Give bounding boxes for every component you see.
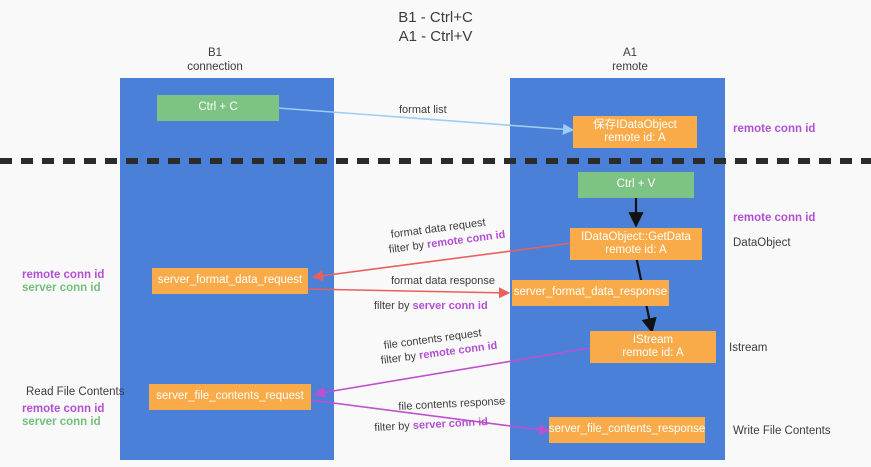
filter-prefix-2: filter by bbox=[374, 300, 413, 312]
edge-label-format-data-response: format data response bbox=[391, 275, 495, 287]
node-server-file-contents-response[interactable]: server_file_contents_response bbox=[549, 417, 705, 443]
label-read-file-contents: Read File Contents bbox=[26, 386, 125, 398]
filter-prefix-4: filter by bbox=[374, 419, 414, 434]
page-title: B1 - Ctrl+C A1 - Ctrl+V bbox=[398, 9, 473, 45]
edge-label-format-data-response-filter: filter by server conn id bbox=[374, 299, 488, 313]
filter-prefix-3: filter by bbox=[380, 349, 420, 367]
lane-title-b1: B1 connection bbox=[187, 47, 243, 73]
node-ctrl-v[interactable]: Ctrl + V bbox=[578, 172, 694, 198]
highlight-server-conn-id-2: server conn id bbox=[412, 416, 489, 432]
highlight-server-conn-id: server conn id bbox=[412, 300, 488, 312]
label-write-file-contents: Write File Contents bbox=[733, 425, 831, 437]
node-server-file-contents-request[interactable]: server_file_contents_request bbox=[149, 384, 311, 410]
label-dataobject: DataObject bbox=[733, 237, 791, 249]
label-remote-conn-id-mid: remote conn id bbox=[733, 212, 816, 224]
label-left-remote-conn-id: remote conn id bbox=[22, 269, 105, 281]
node-idataobject-save[interactable]: 保存IDataObject remote id: A bbox=[573, 116, 697, 148]
node-server-format-data-request[interactable]: server_format_data_request bbox=[152, 268, 308, 294]
edge-label-file-contents-response-filter: filter by server conn id bbox=[374, 415, 488, 435]
lane-title-a1: A1 remote bbox=[612, 47, 648, 73]
arrow-format-data-response bbox=[304, 287, 511, 299]
edge-label-format-list: format list bbox=[399, 104, 447, 116]
filter-prefix: filter by bbox=[388, 238, 428, 256]
node-idataobject-getdata[interactable]: IDataObject::GetData remote id: A bbox=[570, 228, 702, 260]
label-remote-conn-id-top: remote conn id bbox=[733, 123, 816, 135]
label-istream: Istream bbox=[729, 342, 768, 354]
node-istream[interactable]: IStream remote id: A bbox=[590, 331, 716, 363]
label-left-server-conn-id-2: server conn id bbox=[22, 416, 101, 428]
node-ctrl-c[interactable]: Ctrl + C bbox=[157, 95, 279, 121]
label-left-server-conn-id: server conn id bbox=[22, 282, 101, 294]
edge-label-file-contents-response: file contents response bbox=[398, 395, 506, 413]
label-left-remote-conn-id-2: remote conn id bbox=[22, 403, 105, 415]
node-server-format-data-response[interactable]: server_format_data_response bbox=[512, 280, 669, 306]
